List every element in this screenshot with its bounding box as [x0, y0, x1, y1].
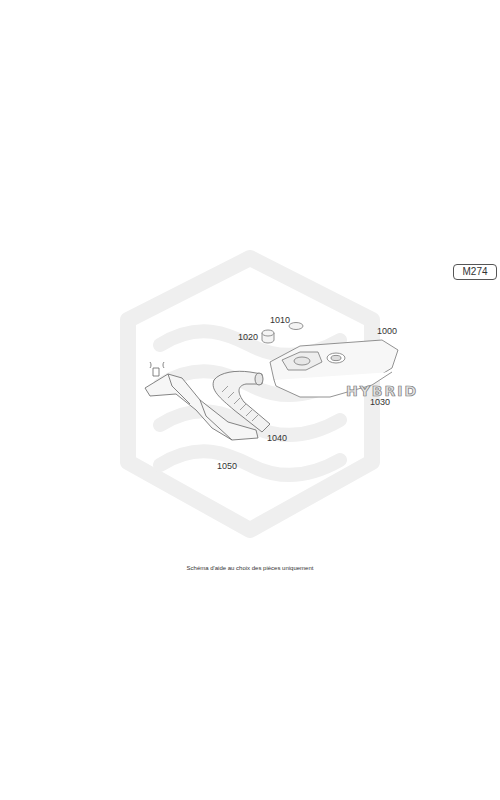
air-duct	[145, 374, 258, 440]
callout-number: 1050	[217, 462, 237, 471]
oil-cap	[289, 323, 303, 330]
callout-number: 1030	[370, 398, 390, 407]
model-code: M274	[462, 267, 487, 277]
callout-number: 1020	[238, 333, 258, 342]
callout-number: 1040	[267, 434, 287, 443]
clip	[150, 362, 164, 376]
model-box: M274	[453, 264, 497, 280]
emblem-text: HYBRID	[346, 384, 418, 398]
callout-number: 1000	[377, 327, 397, 336]
callout-number: 1010	[270, 316, 290, 325]
caption: Schéma d'aide au choix des pièces unique…	[187, 565, 314, 571]
plug-cap	[262, 330, 274, 343]
